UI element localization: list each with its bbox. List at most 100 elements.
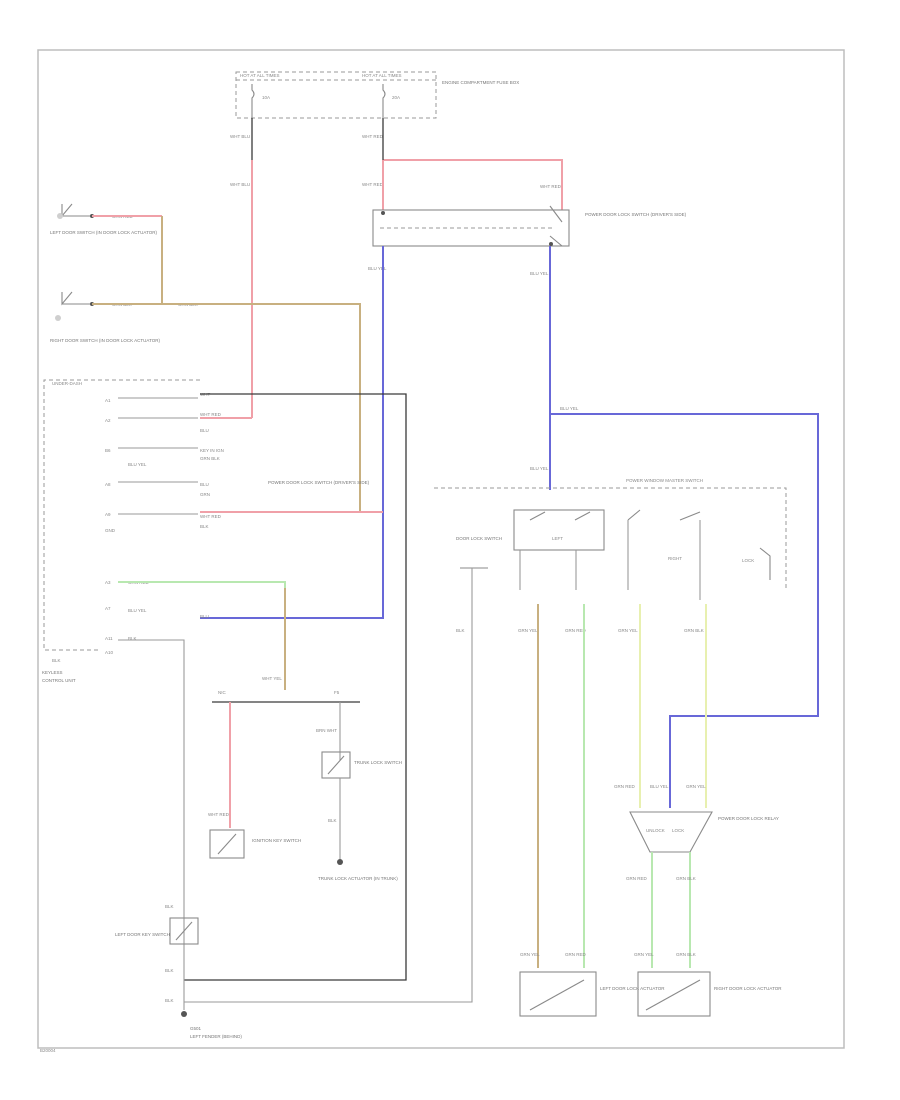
wire-black-cu (184, 393, 407, 981)
trunk-wire: BRN WHT (316, 728, 337, 733)
cu-pin: A3 (105, 580, 111, 585)
m-wire: GRN BLK (684, 628, 704, 633)
ign-switch-label: IGNITION KEY SWITCH (252, 838, 301, 843)
cu-wire: BLU (200, 482, 209, 487)
fuse-box-label: ENGINE COMPARTMENT FUSE BOX (442, 80, 519, 85)
door-lock-switch-label: POWER DOOR LOCK SWITCH (DRIVER'S SIDE) (585, 212, 687, 217)
right-actuator: RIGHT DOOR LOCK ACTUATOR (637, 971, 782, 1017)
control-unit: UNDER-DASH A1 A2 WHT WHT RED BLU B6 KEY … (42, 379, 370, 683)
junc-label: F5 (334, 690, 340, 695)
left-actuator-label: LEFT DOOR LOCK ACTUATOR (600, 986, 665, 991)
wire-blue-relay (550, 413, 819, 808)
m-wire: GRN RED (565, 628, 587, 633)
gnd-label: G501 (190, 1026, 202, 1031)
lb-wire: BLK (165, 968, 174, 973)
cu-pin: A10 (105, 650, 114, 655)
master-switch: POWER WINDOW MASTER SWITCH BLU YEL LEFT … (434, 466, 787, 590)
cu-name: CONTROL UNIT (42, 678, 76, 683)
ignition-key-switch: IGNITION KEY SWITCH (209, 829, 301, 859)
cu-pin: A8 (105, 482, 111, 487)
lb-label: LEFT DOOR KEY SWITCH (115, 932, 170, 937)
door-lock-wire: BLK (456, 628, 465, 633)
cu-pin: A1 (105, 398, 111, 403)
fuse-a-symbol (251, 84, 255, 118)
fuse-b-label: HOT AT ALL TIMES (362, 73, 402, 78)
wire-label: BLU YEL (560, 406, 579, 411)
sw-right-label: RIGHT (668, 556, 682, 561)
fuse-b-value: 20A (392, 95, 400, 100)
relay-unlock: UNLOCK (646, 828, 665, 833)
cu-wire: BLU (200, 428, 209, 433)
cu-wire: BLK (200, 524, 209, 529)
master-leads (519, 520, 701, 600)
cu-wire: BLU YEL (128, 608, 147, 613)
master-wire: BLU YEL (530, 466, 549, 471)
wire-label: WHT BLU (230, 134, 250, 139)
cu-key: KEY IN IGN (200, 448, 224, 453)
act-wire: GRN BLK (676, 952, 696, 957)
fuse-a-label: HOT AT ALL TIMES (240, 73, 280, 78)
door-lock-ctl-label: DOOR LOCK SWITCH (456, 536, 502, 541)
cu-pin: B6 (105, 448, 111, 453)
wire-green-cu (118, 581, 286, 690)
left-door-key-switch: BLK LEFT DOOR KEY SWITCH BLK BLK G501 LE… (115, 904, 242, 1039)
sw-left-label: LEFT (552, 536, 563, 541)
ign-wire: WHT RED (208, 812, 230, 817)
cu-wire: BLK (128, 636, 137, 641)
relay-label: POWER DOOR LOCK RELAY (718, 816, 779, 821)
cu-ws-label: POWER DOOR LOCK SWITCH (DRIVER'S SIDE) (268, 480, 370, 485)
sw-lock-label: LOCK (742, 558, 754, 563)
cu-name: KEYLESS (42, 670, 63, 675)
trunk-lock-switch: TRUNK LOCK SWITCH (321, 751, 402, 779)
cu-wire: BLK (52, 658, 61, 663)
cu-pin: A2 (105, 418, 111, 423)
footer-id: B20004 (40, 1048, 56, 1053)
wire-label: WHT RED (362, 182, 384, 187)
diagram-border (37, 49, 845, 1049)
wire-label: WHT RED (362, 134, 384, 139)
cu-red-wire: WHT RED (200, 514, 222, 519)
cu-key-wire: GRN BLK (200, 456, 220, 461)
door-lock-relay: GRN RED BLU YEL GRN YEL UNLOCK LOCK POWE… (614, 784, 779, 853)
lb-wire: BLK (165, 998, 174, 1003)
gnd-label: LEFT FENDER (BEHIND) (190, 1034, 242, 1039)
act-wire: GRN RED (565, 952, 587, 957)
act-wire: GRN YEL (634, 952, 654, 957)
cu-wire: BLU (200, 614, 209, 619)
door-lock-switch: POWER DOOR LOCK SWITCH (DRIVER'S SIDE) (372, 205, 687, 247)
wire-label: BLU YEL (368, 266, 387, 271)
cu-pin: A9 (105, 512, 111, 517)
relay-wire: GRN YEL (686, 784, 706, 789)
trunk-wire: BLK (328, 818, 337, 823)
wire-door-lock-gnd (184, 568, 473, 1003)
left-actuator: LEFT DOOR LOCK ACTUATOR (519, 971, 665, 1017)
m-wire: GRN YEL (518, 628, 538, 633)
control-unit-top: UNDER-DASH (52, 381, 82, 386)
relay-wire: GRN RED (614, 784, 636, 789)
wire-red-fuse-b (383, 159, 563, 210)
trunk-switch-label: TRUNK LOCK SWITCH (354, 760, 402, 765)
relay-wire: GRN BLK (676, 876, 696, 881)
right-actuator-label: RIGHT DOOR LOCK ACTUATOR (714, 986, 782, 991)
fuse-box: HOT AT ALL TIMES HOT AT ALL TIMES 10A 20… (235, 71, 519, 119)
wire-label: WHT BLU (230, 182, 250, 187)
act-wire: GRN YEL (520, 952, 540, 957)
cu-pin: A11 (105, 636, 113, 641)
cu-power-wire: BLU YEL (128, 462, 147, 467)
cu-gnd: GND (105, 528, 116, 533)
wire-label: BLU YEL (530, 271, 549, 276)
wire-blue-switch (200, 246, 384, 619)
lb-wire: BLK (165, 904, 174, 909)
wire-gnd-cu (118, 639, 185, 1010)
relay-wire: BLU YEL (650, 784, 669, 789)
right-door-switch: RIGHT DOOR SWITCH (IN DOOR LOCK ACTUATOR… (50, 291, 161, 343)
fuse-b-symbol (382, 84, 386, 118)
junc-label: NIC (218, 690, 227, 695)
left-door-switch: LEFT DOOR SWITCH (IN DOOR LOCK ACTUATOR) (50, 203, 158, 235)
trunk-actuator-label: TRUNK LOCK ACTUATOR (IN TRUNK) (318, 876, 398, 881)
relay-wire: GRN RED (626, 876, 648, 881)
cu-wire: WHT RED (200, 412, 222, 417)
fuse-a-value: 10A (262, 95, 270, 100)
door-lock-control: DOOR LOCK SWITCH BLK (184, 536, 502, 1003)
